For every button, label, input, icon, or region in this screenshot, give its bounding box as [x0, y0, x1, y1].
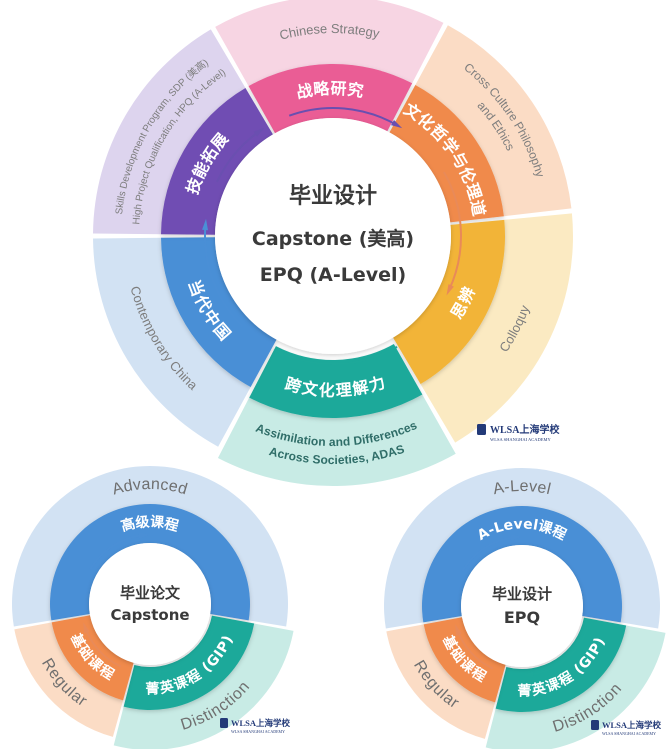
- outer-segment-adas: [217, 392, 456, 486]
- inner-arc-1: [89, 534, 145, 571]
- arrow-icon: [150, 669, 162, 676]
- inner-arc-3: [278, 345, 398, 365]
- brand-name: WLSA上海学校: [490, 423, 560, 436]
- outer-segment-distinction: [485, 625, 666, 749]
- center-title-cn: 毕业设计: [289, 184, 377, 209]
- outer-segment-strategy: [215, 0, 444, 88]
- center-capstone: Capstone: [110, 606, 189, 624]
- center-capstone: Capstone (美高): [252, 227, 414, 250]
- inner-arrow-arcs: [202, 107, 462, 365]
- inner-arc-4: [204, 224, 244, 328]
- center-disc: [215, 118, 451, 354]
- outer-segment-colloquy: [419, 213, 573, 443]
- inner-arrow-arcs: [455, 534, 590, 678]
- outer-label-alevel: A-Level: [492, 478, 553, 498]
- center-title-cn: 毕业设计: [492, 585, 552, 603]
- brand-sub: WLSA SHANGHAI ACADEMY: [231, 729, 285, 734]
- shield-icon: [220, 718, 228, 728]
- center-epq: EPQ (A-Level): [260, 264, 406, 286]
- inner-arc-2: [527, 623, 590, 676]
- arrow-icon: [253, 127, 265, 137]
- inner-segment-china: [161, 237, 277, 388]
- inner-segment-colloquy: [393, 219, 505, 385]
- outer-label-strategy-text: Chinese Strategy: [278, 21, 381, 43]
- arrow-icon: [446, 284, 454, 296]
- outer-segment-philosophy: [414, 25, 572, 217]
- inner-ring: [49, 503, 255, 710]
- inner-segment-advanced: [49, 503, 250, 621]
- inner-segment-distinction: [495, 617, 627, 712]
- shield-icon: [591, 720, 599, 730]
- brand-logo-right: WLSA上海学校 WLSA SHANGHAI ACADEMY: [591, 720, 662, 736]
- shield-icon: [477, 424, 486, 435]
- outer-segment-alevel: [384, 468, 660, 629]
- arrow-icon: [202, 218, 209, 231]
- outer-segment-regular: [14, 622, 124, 737]
- outer-ring: [384, 468, 666, 749]
- outer-segment-china: [93, 237, 252, 447]
- inner-segment-alevel: [422, 506, 622, 623]
- outer-ring: [12, 466, 294, 749]
- outer-ring: [93, 0, 573, 486]
- outer-segment-skills: [93, 29, 247, 235]
- outer-segment-advanced: [12, 466, 289, 627]
- brand-logo-left: WLSA上海学校 WLSA SHANGHAI ACADEMY: [220, 718, 291, 734]
- outer-label-alevel-text: A-Level: [492, 478, 553, 498]
- arrow-icon: [455, 623, 462, 636]
- inner-arc-2: [442, 171, 462, 291]
- arrow-icon: [83, 621, 90, 634]
- inner-ring: [422, 506, 627, 712]
- center-disc: [89, 543, 211, 665]
- inner-arc-1: [288, 107, 398, 127]
- arrow-icon: [510, 534, 522, 541]
- center-title-cn: 毕业论文: [120, 584, 181, 602]
- inner-segment-philosophy: [389, 84, 504, 223]
- inner-segment-regular: [51, 615, 134, 701]
- inner-arrow-arcs: [83, 532, 218, 676]
- brand-sub: WLSA SHANGHAI ACADEMY: [490, 437, 552, 442]
- outer-label-strategy: Chinese Strategy: [278, 21, 381, 43]
- inner-arc-2: [155, 621, 218, 674]
- inner-segment-adas: [249, 344, 423, 419]
- inner-segment-distinction: [123, 615, 255, 710]
- brand-logo-main: WLSA上海学校 WLSA SHANGHAI ACADEMY: [477, 423, 560, 442]
- arrow-icon: [273, 349, 285, 357]
- inner-segment-regular: [423, 617, 506, 703]
- inner-segment-skills: [161, 87, 273, 235]
- arrow-icon: [391, 119, 403, 129]
- center-disc: [461, 545, 583, 667]
- inner-arc-1: [461, 536, 517, 573]
- inner-arc-5: [216, 130, 261, 183]
- center-epq: EPQ: [504, 608, 540, 627]
- brand-sub: WLSA SHANGHAI ACADEMY: [602, 731, 656, 736]
- outer-segment-distinction: [113, 623, 294, 749]
- brand-name: WLSA上海学校: [231, 718, 291, 728]
- arrow-icon: [522, 671, 534, 678]
- brand-name: WLSA上海学校: [602, 720, 662, 730]
- arrow-icon: [138, 532, 150, 539]
- outer-segment-regular: [386, 624, 496, 739]
